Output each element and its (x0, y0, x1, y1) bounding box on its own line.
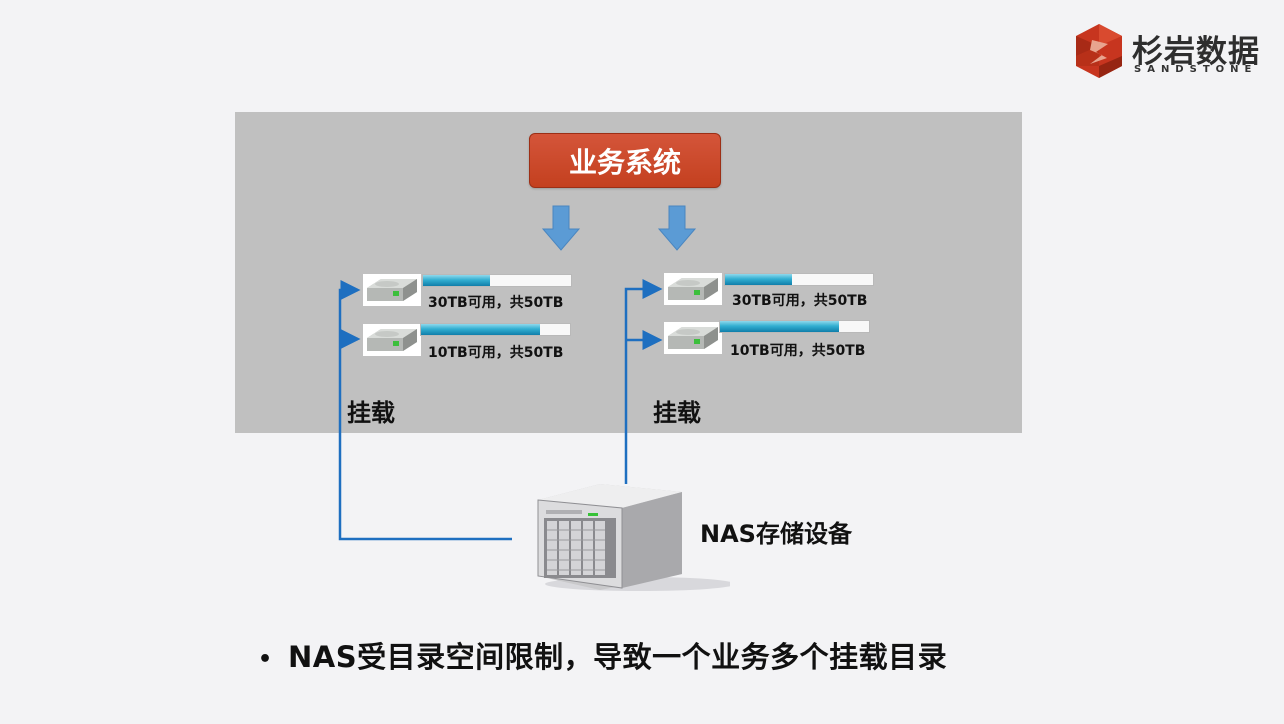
logo-name-en: SANDSTONE (1134, 64, 1258, 75)
mount-label-left: 挂载 (347, 399, 395, 427)
capacity-caption: 30TB可用，共50TB (732, 293, 868, 309)
hard-disk-icon (664, 322, 722, 354)
bullet-marker: • (258, 646, 273, 672)
hard-disk-icon (664, 273, 722, 305)
capacity-bar-fill (720, 321, 840, 332)
nas-device-label: NAS存储设备 (700, 520, 852, 548)
capacity-caption: 30TB可用，共50TB (428, 295, 564, 311)
capacity-bar (719, 320, 870, 333)
business-system-box: 业务系统 (529, 133, 721, 188)
capacity-bar-fill (725, 274, 792, 285)
capacity-bar (420, 323, 571, 336)
capacity-bar-fill (423, 275, 490, 286)
capacity-caption: 10TB可用，共50TB (730, 343, 866, 359)
down-arrow-icon (541, 205, 581, 251)
down-arrow-icon (657, 205, 697, 251)
nas-server-icon (537, 484, 730, 591)
sandstone-logo: 杉岩数据 SANDSTONE (1074, 24, 1274, 80)
mount-label-right: 挂载 (653, 399, 701, 427)
capacity-caption: 10TB可用，共50TB (428, 345, 564, 361)
capacity-bar (724, 273, 874, 286)
bullet-point: • NAS受目录空间限制，导致一个业务多个挂载目录 (258, 634, 947, 676)
hard-disk-icon (363, 274, 421, 306)
capacity-bar (422, 274, 572, 287)
hard-disk-icon (363, 324, 421, 356)
logo-name-cn: 杉岩数据 (1132, 34, 1260, 70)
capacity-bar-fill (421, 324, 541, 335)
sandstone-logo-icon (1076, 24, 1122, 78)
bullet-text: NAS受目录空间限制，导致一个业务多个挂载目录 (288, 640, 948, 674)
